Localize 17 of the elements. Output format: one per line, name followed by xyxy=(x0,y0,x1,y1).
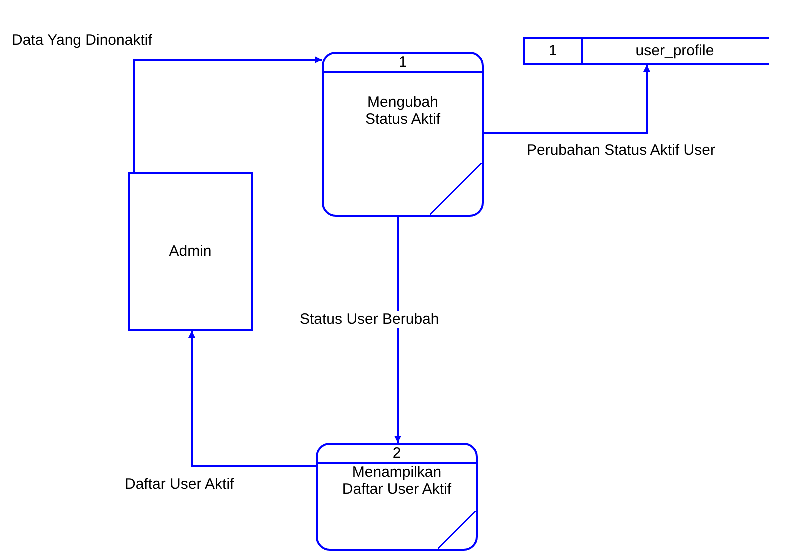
process-number: 1 xyxy=(398,54,408,71)
arrow xyxy=(188,331,316,467)
process-name: Mengubah Status Aktif xyxy=(364,94,442,128)
arrow xyxy=(394,217,402,443)
data-store xyxy=(523,37,769,65)
process-name: Menampilkan Daftar User Aktif xyxy=(341,464,453,498)
arrow xyxy=(484,65,650,134)
process-box xyxy=(322,52,484,217)
store-number: 1 xyxy=(548,42,558,60)
store-name: user_profile xyxy=(634,42,716,60)
entity-box xyxy=(128,172,253,331)
process-number: 2 xyxy=(392,445,402,462)
edge-label: Status User Berubah xyxy=(298,311,442,328)
arrow xyxy=(133,56,322,172)
entity-name: Admin xyxy=(169,243,212,260)
process-box xyxy=(316,443,478,551)
edge-label: Data Yang Dinonaktif xyxy=(10,32,154,49)
